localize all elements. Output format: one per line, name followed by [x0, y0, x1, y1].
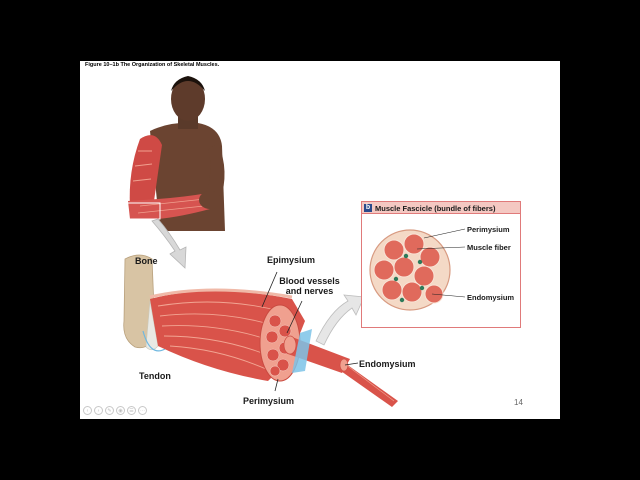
edit-icon[interactable]: ✎ — [105, 406, 114, 415]
panel-muscle-fascicle: b Muscle Fascicle (bundle of fibers) — [361, 201, 521, 328]
label-perimysium: Perimysium — [243, 396, 294, 406]
slide-canvas: Figure 10–1b The Organization of Skeleta… — [80, 61, 560, 419]
more-icon[interactable]: ⋯ — [138, 406, 147, 415]
label-blood-vessels: Blood vessels and nerves — [277, 276, 342, 296]
menu-icon[interactable]: ☰ — [127, 406, 136, 415]
label-endomysium: Endomysium — [359, 359, 416, 369]
label-blood-vessels-line1: Blood vessels — [277, 276, 342, 286]
label-epimysium: Epimysium — [267, 255, 315, 265]
slide-nav-controls: ‹ › ✎ ◉ ☰ ⋯ — [83, 406, 147, 415]
label-bone: Bone — [135, 256, 158, 266]
panel-label-endomysium: Endomysium — [467, 293, 514, 302]
panel-label-perimysium: Perimysium — [467, 225, 510, 234]
label-blood-vessels-line2: and nerves — [277, 286, 342, 296]
eye-icon[interactable]: ◉ — [116, 406, 125, 415]
page-number: 14 — [514, 398, 523, 407]
forward-icon[interactable]: › — [94, 406, 103, 415]
label-tendon: Tendon — [139, 371, 171, 381]
fascicle-cross-section — [362, 202, 522, 329]
back-icon[interactable]: ‹ — [83, 406, 92, 415]
panel-label-muscle-fiber: Muscle fiber — [467, 243, 511, 252]
